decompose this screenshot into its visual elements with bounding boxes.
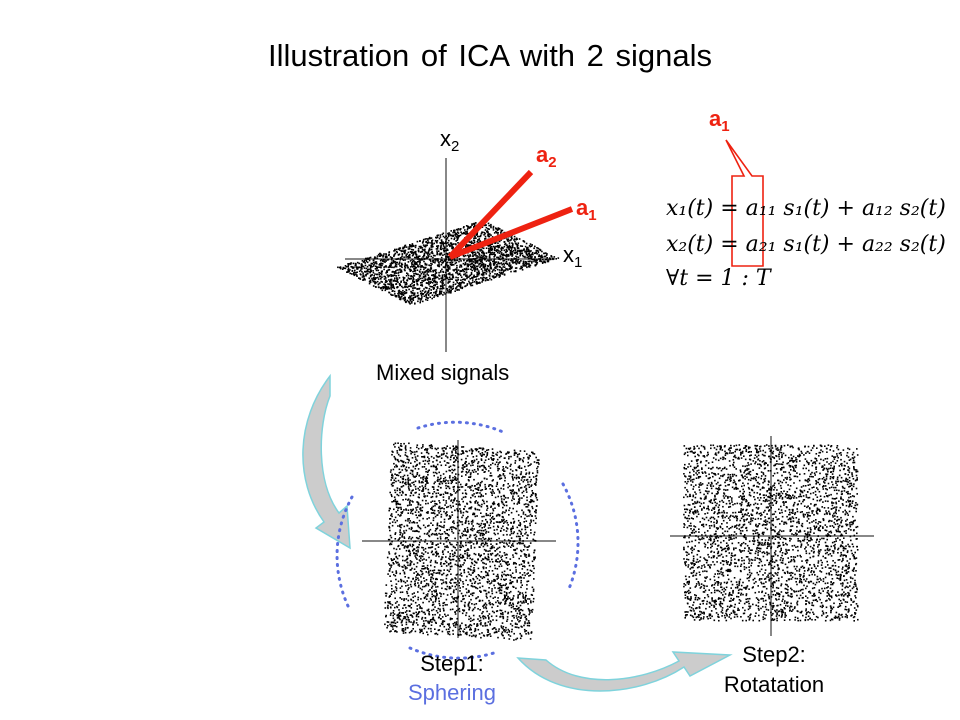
equation-x1: x₁(t) = a₁₁ s₁(t) + a₁₂ s₂(t) — [666, 196, 946, 221]
step1-title: Step1: — [420, 651, 484, 676]
a1-vector-label: a1 — [576, 195, 597, 224]
step2-label: Step2: Rotatation — [710, 642, 838, 698]
callout-bubble — [725, 139, 764, 267]
curved-arrow-to-step1 — [302, 373, 351, 550]
rotated-signals-scatter — [683, 444, 859, 622]
vector-a2 — [447, 169, 534, 260]
step1-label: Step1: Sphering — [392, 651, 512, 706]
x1-axis-label: x1 — [563, 242, 583, 271]
step2-rotation-text: Rotatation — [723, 672, 825, 697]
a1-callout-label: a1 — [709, 106, 730, 135]
equation-x2: x₂(t) = a₂₁ s₁(t) + a₂₂ s₂(t) — [666, 232, 946, 257]
dotted-rotation-circle — [335, 420, 580, 660]
step2-title: Step2: — [742, 642, 806, 667]
curved-arrow-to-step2 — [516, 651, 733, 692]
mixed-signals-scatter — [337, 221, 560, 305]
equation-for-all-t: ∀t = 1 : T — [666, 266, 771, 291]
vector-a1 — [448, 206, 574, 260]
step1-sphering-text: Sphering — [407, 680, 497, 705]
sphered-signals-scatter — [384, 442, 540, 641]
mixed-signals-caption: Mixed signals — [376, 360, 510, 385]
a2-vector-label: a2 — [536, 142, 557, 171]
x2-axis-label: x2 — [440, 126, 460, 155]
slide-title: Illustration of ICA with 2 signals — [267, 38, 713, 73]
